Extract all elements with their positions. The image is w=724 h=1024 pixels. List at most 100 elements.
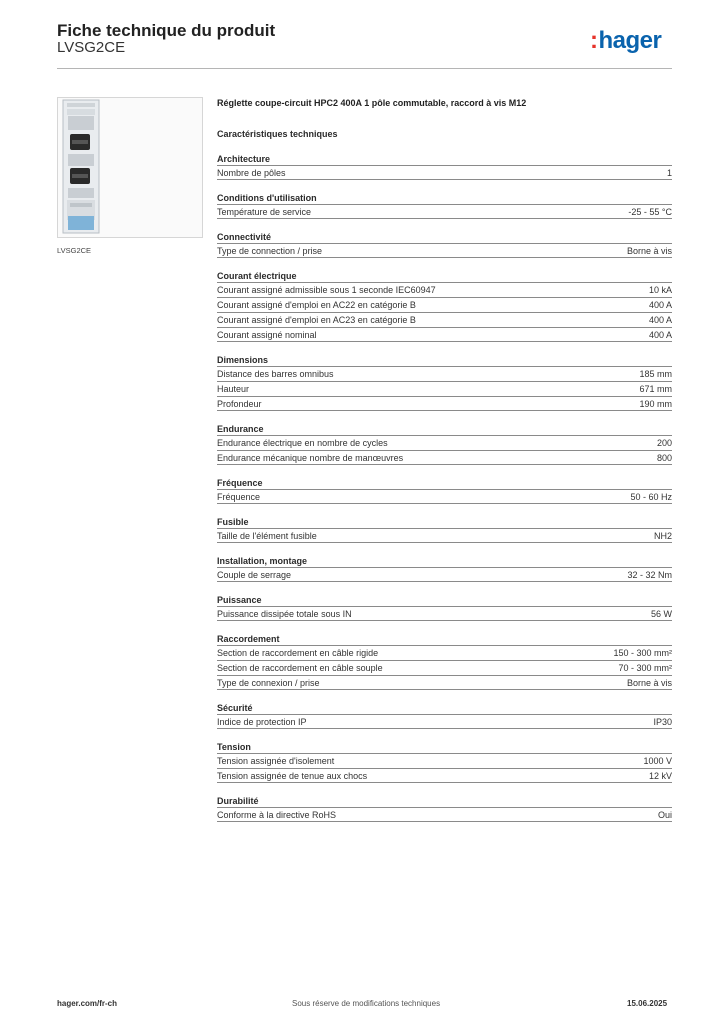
spec-value: 56 W — [650, 609, 672, 619]
spec-value: 32 - 32 Nm — [627, 570, 672, 580]
spec-value: 800 — [656, 453, 672, 463]
logo-text: hager — [598, 27, 662, 54]
fuse-switch-illustration — [62, 99, 100, 234]
spec-row: Tension assignée de tenue aux chocs 12 kV — [217, 768, 672, 783]
spec-row: Courant assigné d'emploi en AC23 en caté… — [217, 312, 672, 327]
spec-value: Borne à vis — [626, 678, 672, 688]
spec-label: Courant assigné d'emploi en AC23 en caté… — [217, 315, 416, 325]
image-caption: LVSG2CE — [57, 246, 92, 255]
spec-label: Puissance dissipée totale sous IN — [217, 609, 352, 619]
spec-row: Fréquence 50 - 60 Hz — [217, 489, 672, 504]
category-heading: Sécurité — [217, 703, 253, 713]
spec-label: Taille de l'élément fusible — [217, 531, 317, 541]
spec-table: Courant assigné admissible sous 1 second… — [217, 282, 672, 342]
spec-label: Type de connexion / prise — [217, 678, 320, 688]
spec-row: Endurance mécanique nombre de manœuvres 8… — [217, 450, 672, 465]
category-heading: Connectivité — [217, 232, 272, 242]
spec-section-title: Caractéristiques techniques — [217, 129, 338, 139]
spec-label: Endurance électrique en nombre de cycles — [217, 438, 388, 448]
spec-value: 150 - 300 mm² — [613, 648, 672, 658]
spec-row: Température de service-25 - 55 °C — [217, 204, 672, 219]
spec-value: 1000 V — [643, 756, 672, 766]
spec-value: 185 mm — [639, 369, 672, 379]
spec-row: Courant assigné admissible sous 1 second… — [217, 282, 672, 297]
category-heading: Puissance — [217, 595, 262, 605]
spec-label: Endurance mécanique nombre de manœuvres — [217, 453, 404, 463]
product-image — [57, 97, 203, 238]
spec-table: Température de service-25 - 55 °C — [217, 204, 672, 219]
spec-row: Courant assigné nominal 400 A — [217, 327, 672, 342]
spec-label: Fréquence — [217, 492, 261, 502]
logo-colon: : — [590, 27, 598, 54]
spec-value: 671 mm — [639, 384, 672, 394]
spec-label: Courant assigné admissible sous 1 second… — [217, 285, 436, 295]
spec-table: Tension assignée d'isolement 1000 V Tensio… — [217, 753, 672, 783]
spec-value: Borne à vis — [626, 246, 672, 256]
spec-row: Couple de serrage 32 - 32 Nm — [217, 567, 672, 582]
spec-label: Courant assigné nominal — [217, 330, 317, 340]
page-title: Fiche technique du produit — [57, 21, 276, 40]
spec-row: Hauteur 671 mm — [217, 381, 672, 396]
product-reference: LVSG2CE — [57, 39, 126, 56]
category-heading: Architecture — [217, 154, 271, 164]
spec-table: Indice de protection IP IP30 — [217, 714, 672, 729]
spec-row: Type de connexion / prise Borne à vis — [217, 675, 672, 690]
spec-value: 70 - 300 mm² — [618, 663, 672, 673]
spec-label: Indice de protection IP — [217, 717, 307, 727]
spec-label: Courant assigné d'emploi en AC22 en caté… — [217, 300, 416, 310]
spec-value: 190 mm — [639, 399, 672, 409]
spec-value: 10 kA — [648, 285, 672, 295]
footer-website[interactable]: hager.com/fr-ch — [57, 999, 118, 1008]
footer-date: 15.06.2025 — [627, 999, 668, 1008]
spec-value: 12 kV — [648, 771, 672, 781]
spec-label: Hauteur — [217, 384, 250, 394]
category-heading: Dimensions — [217, 355, 269, 365]
header-divider — [57, 68, 672, 69]
category-heading: Raccordement — [217, 634, 280, 644]
spec-table: Endurance électrique en nombre de cycles… — [217, 435, 672, 465]
spec-value: 200 — [656, 438, 672, 448]
spec-content: Réglette coupe-circuit HPC2 400A 1 pôle … — [217, 96, 672, 822]
footer-notice: Sous réserve de modifications techniques — [292, 999, 441, 1008]
spec-value: Oui — [657, 810, 672, 820]
category-heading: Fréquence — [217, 478, 263, 488]
spec-row: Endurance électrique en nombre de cycles… — [217, 435, 672, 450]
spec-label: Couple de serrage — [217, 570, 292, 580]
spec-table: Fréquence 50 - 60 Hz — [217, 489, 672, 504]
category-heading: Installation, montage — [217, 556, 308, 566]
hager-logo: :hager — [590, 27, 662, 55]
spec-table: Puissance dissipée totale sous IN 56 W — [217, 606, 672, 621]
spec-label: Nombre de pôles — [217, 168, 286, 178]
spec-label: Tension assignée d'isolement — [217, 756, 335, 766]
category-heading: Endurance — [217, 424, 264, 434]
spec-value: 400 A — [648, 330, 672, 340]
spec-label: Tension assignée de tenue aux chocs — [217, 771, 368, 781]
spec-value: 50 - 60 Hz — [630, 492, 672, 502]
spec-row: Indice de protection IP IP30 — [217, 714, 672, 729]
category-heading: Durabilité — [217, 796, 259, 806]
spec-value: IP30 — [653, 717, 672, 727]
